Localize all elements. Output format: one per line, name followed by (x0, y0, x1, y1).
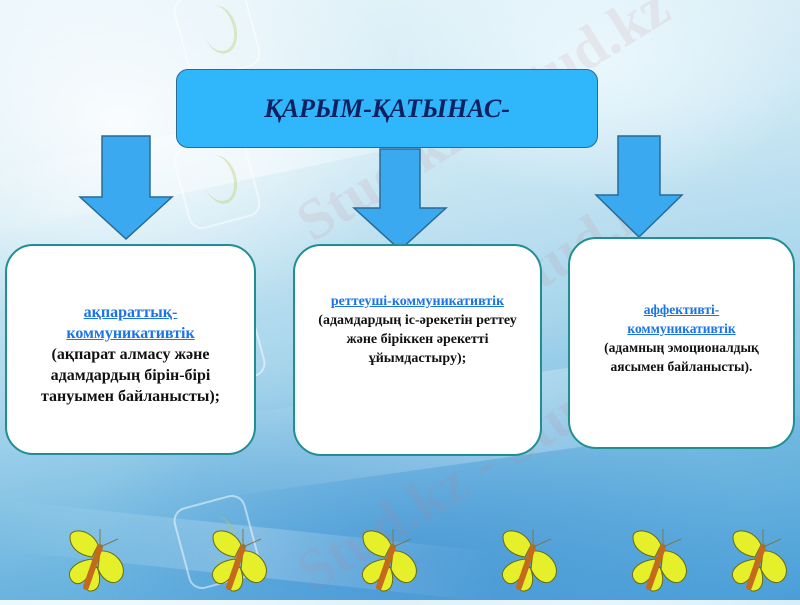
card-term[interactable]: аффективті-коммуникативтік (627, 302, 736, 336)
card-description: (ақпарат алмасу және адамдардың бірін-бі… (41, 346, 220, 405)
butterfly-icon (732, 529, 787, 592)
card-affective-communicative: аффективті-коммуникативтік (адамның эмоц… (568, 237, 795, 449)
card-term[interactable]: реттеуші-коммуникативтік (330, 294, 505, 309)
card-regulatory-communicative: реттеуші-коммуникативтік (адамдардың іс-… (293, 244, 542, 456)
butterfly-icon (362, 529, 417, 592)
card-informational-communicative: ақпараттық-коммуникативтік (ақпарат алма… (5, 244, 256, 455)
arrow-down-icon (78, 135, 174, 241)
butterfly-icon (502, 529, 557, 592)
diagram-title: ҚАРЫМ-ҚАТЫНАС- (264, 93, 510, 123)
card-term[interactable]: ақпараттық-коммуникативтік (66, 304, 195, 342)
title-box: ҚАРЫМ-ҚАТЫНАС- (176, 69, 598, 148)
arrow-down-icon (352, 148, 448, 252)
butterfly-icon (212, 529, 267, 592)
butterfly-icon (632, 529, 687, 592)
arrow-down-icon (594, 135, 684, 239)
card-description: (адамның эмоционалдық аясымен байланысты… (604, 340, 759, 374)
card-description: (адамдардың іс-әрекетін реттеу және бірі… (318, 313, 517, 366)
butterfly-icon (69, 529, 124, 592)
